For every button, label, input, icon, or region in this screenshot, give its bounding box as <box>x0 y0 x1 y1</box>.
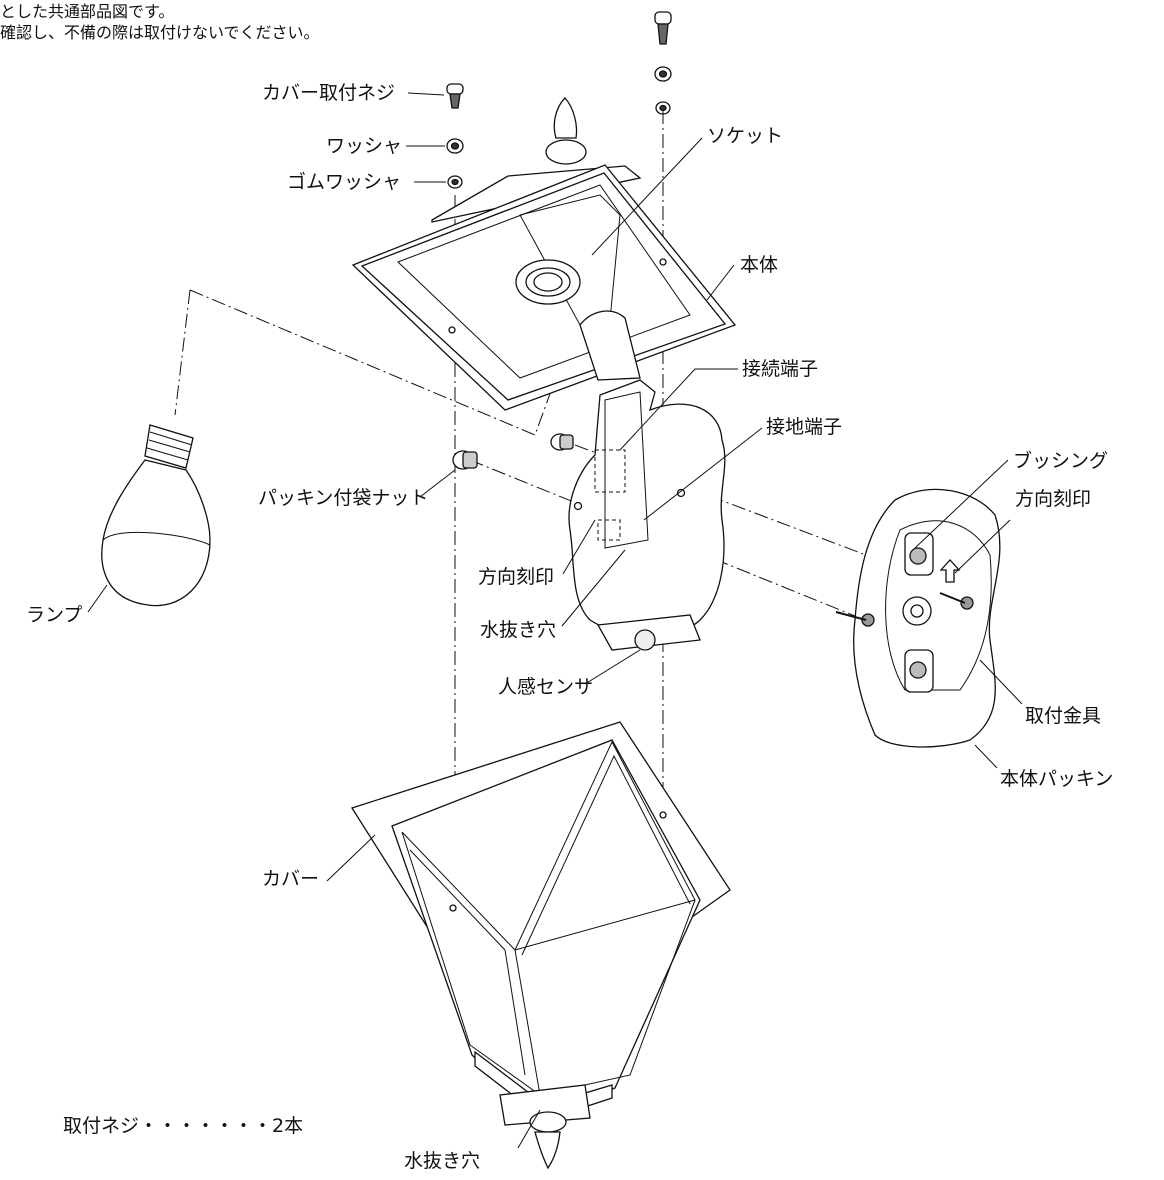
cover-screw-right <box>654 11 672 45</box>
rubber-washer-right <box>655 101 671 115</box>
body-top-plate <box>351 97 737 411</box>
label-motion-sensor: 人感センサ <box>498 676 594 698</box>
rubber-washer-left <box>447 175 463 189</box>
cover-lantern <box>351 721 731 1170</box>
label-ground-terminal: 接地端子 <box>766 416 843 438</box>
label-cover: カバー <box>262 868 320 890</box>
washer-right <box>654 66 672 82</box>
label-socket: ソケット <box>707 125 784 147</box>
label-rubber-washer: ゴムワッシャ <box>287 171 402 193</box>
cover-screw-left <box>446 83 464 109</box>
packing-cap-nut-2 <box>550 433 574 451</box>
label-packing-cap-nut: パッキン付袋ナット <box>258 487 429 509</box>
packing-cap-nut-1 <box>452 450 478 470</box>
note-line-1: とした共通部品図です。 <box>0 2 175 21</box>
label-cover-screw: カバー取付ネジ <box>262 82 396 104</box>
washer-left <box>446 138 464 154</box>
label-body-packing: 本体パッキン <box>1000 768 1114 790</box>
label-drain-hole-body: 水抜き穴 <box>480 619 557 641</box>
label-direction-mark-body: 方向刻印 <box>478 566 555 588</box>
label-body: 本体 <box>740 254 779 276</box>
label-drain-hole-cover: 水抜き穴 <box>404 1150 481 1172</box>
label-mounting-bracket: 取付金具 <box>1025 705 1102 727</box>
leader-lines <box>87 92 1023 1149</box>
label-washer: ワッシャ <box>326 135 403 157</box>
accessory-mounting-screws: 取付ネジ・・・・・・・2本 <box>63 1115 304 1137</box>
mounting-bracket-plate <box>835 488 1001 748</box>
lamp-bulb <box>101 424 211 607</box>
label-lamp: ランプ <box>26 604 83 626</box>
note-line-2: 確認し、不備の際は取付けないでください。 <box>0 23 320 42</box>
label-bushing: ブッシング <box>1013 450 1109 472</box>
label-connection-terminal: 接続端子 <box>742 358 819 380</box>
label-direction-mark-plate: 方向刻印 <box>1015 488 1092 510</box>
